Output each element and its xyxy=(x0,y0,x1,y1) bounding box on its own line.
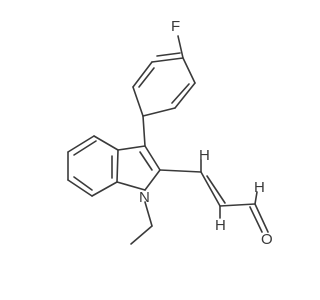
oxygen-atom-label: O xyxy=(261,231,273,248)
structure-canvas: F N O H H H xyxy=(67,18,273,248)
aryl-bond xyxy=(142,115,146,147)
ethyl-group xyxy=(130,201,153,245)
propenal-chain xyxy=(159,159,269,233)
fluorine-atom-label: F xyxy=(171,18,180,35)
h-alpha-label: H xyxy=(199,147,210,164)
h-beta-label: H xyxy=(215,217,226,234)
fluorophenyl-ring xyxy=(132,35,196,117)
benzo-ring xyxy=(67,135,119,197)
nitrogen-atom-label: N xyxy=(139,189,150,206)
h-aldehyde-label: H xyxy=(254,179,265,196)
pyrrole-ring xyxy=(116,145,161,191)
molecule-diagram: F N O H H H xyxy=(67,18,273,248)
